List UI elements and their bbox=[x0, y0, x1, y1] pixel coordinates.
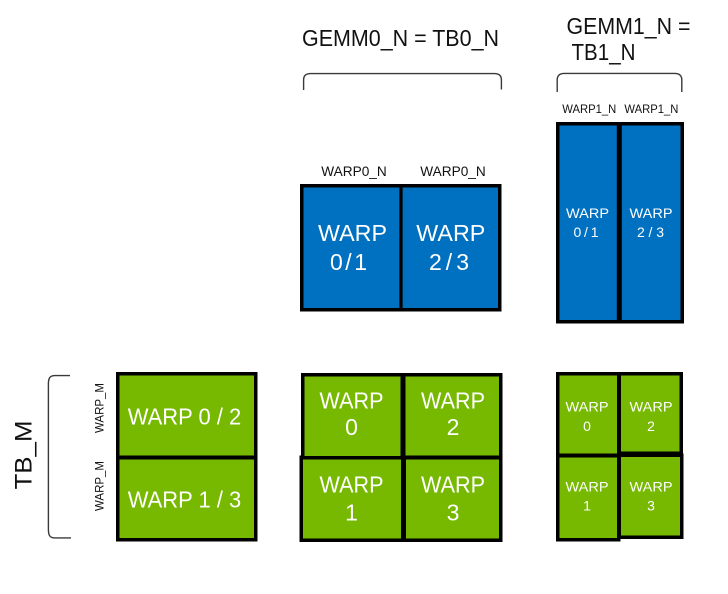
svg-text:0/1: 0/1 bbox=[574, 224, 599, 240]
svg-text:WARP: WARP bbox=[416, 220, 485, 246]
svg-text:TB_M: TB_M bbox=[11, 421, 38, 490]
svg-text:WARP0_N: WARP0_N bbox=[321, 163, 387, 179]
svg-text:0/1: 0/1 bbox=[330, 249, 367, 275]
svg-text:WARP_M: WARP_M bbox=[95, 383, 107, 433]
svg-text:0: 0 bbox=[583, 418, 591, 434]
svg-text:2: 2 bbox=[447, 414, 460, 440]
svg-text:3: 3 bbox=[647, 498, 655, 514]
svg-text:2/3: 2/3 bbox=[637, 224, 664, 240]
svg-text:1: 1 bbox=[345, 499, 358, 525]
svg-text:GEMM1_N =: GEMM1_N = bbox=[567, 13, 691, 39]
svg-text:1: 1 bbox=[583, 498, 591, 514]
svg-text:2/3: 2/3 bbox=[429, 249, 469, 275]
svg-text:0: 0 bbox=[345, 414, 358, 440]
svg-text:TB1_N: TB1_N bbox=[572, 39, 636, 65]
svg-text:WARP: WARP bbox=[421, 471, 485, 497]
svg-text:WARP: WARP bbox=[630, 479, 673, 495]
svg-text:2: 2 bbox=[647, 418, 655, 434]
svg-text:WARP: WARP bbox=[320, 471, 384, 497]
svg-text:WARP: WARP bbox=[566, 398, 609, 414]
svg-text:WARP: WARP bbox=[630, 398, 673, 414]
svg-text:WARP: WARP bbox=[421, 388, 485, 414]
svg-text:WARP1_N: WARP1_N bbox=[562, 104, 616, 116]
svg-text:WARP0_N: WARP0_N bbox=[420, 163, 486, 179]
svg-text:WARP: WARP bbox=[566, 205, 609, 221]
svg-text:WARP1_N: WARP1_N bbox=[624, 104, 678, 116]
svg-text:3: 3 bbox=[447, 499, 460, 525]
svg-text:WARP: WARP bbox=[566, 479, 609, 495]
svg-text:WARP: WARP bbox=[320, 388, 384, 414]
svg-text:WARP 0 / 2: WARP 0 / 2 bbox=[128, 404, 242, 430]
svg-text:WARP 1 / 3: WARP 1 / 3 bbox=[128, 487, 242, 513]
svg-text:GEMM0_N = TB0_N: GEMM0_N = TB0_N bbox=[302, 25, 499, 51]
svg-text:WARP_M: WARP_M bbox=[95, 461, 107, 511]
svg-text:WARP: WARP bbox=[630, 205, 673, 221]
svg-text:WARP: WARP bbox=[318, 220, 387, 246]
